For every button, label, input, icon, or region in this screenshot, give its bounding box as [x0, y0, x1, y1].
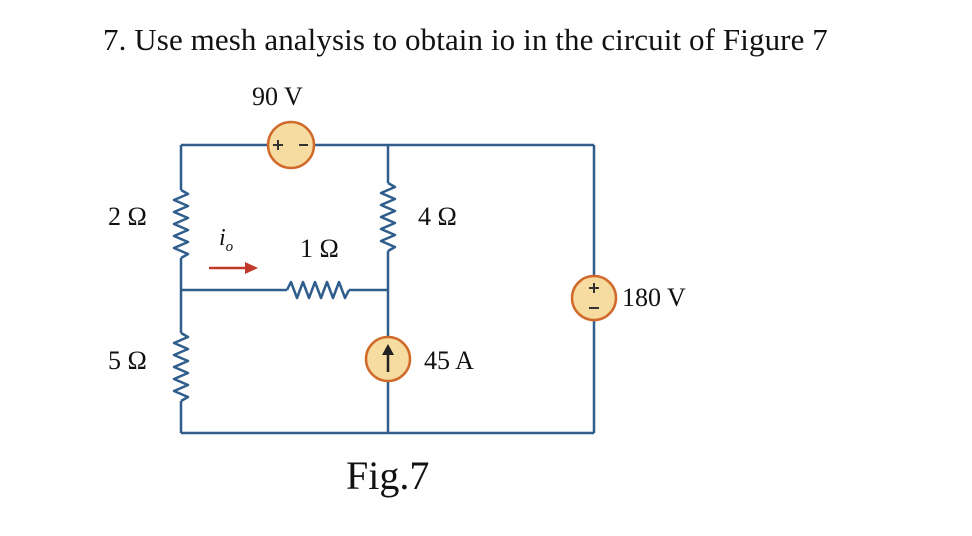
resistor-5ohm — [172, 331, 190, 403]
figure-caption: Fig.7 — [346, 453, 430, 498]
question-text: 7. Use mesh analysis to obtain io in the… — [103, 22, 828, 57]
resistor-2ohm — [172, 188, 190, 260]
label-io: io — [219, 225, 234, 255]
label-90v: 90 V — [252, 82, 303, 111]
current-arrow-io — [209, 262, 258, 274]
voltage-source-180v — [570, 274, 618, 322]
label-1ohm: 1 Ω — [300, 234, 339, 263]
label-5ohm: 5 Ω — [108, 346, 147, 375]
label-2ohm: 2 Ω — [108, 202, 147, 231]
resistor-4ohm — [379, 181, 397, 253]
current-source-45a — [364, 335, 412, 383]
label-180v: 180 V — [622, 283, 686, 312]
voltage-source-90v — [266, 120, 316, 170]
resistor-1ohm — [285, 280, 351, 300]
label-45a: 45 A — [424, 346, 474, 375]
label-4ohm: 4 Ω — [418, 202, 457, 231]
